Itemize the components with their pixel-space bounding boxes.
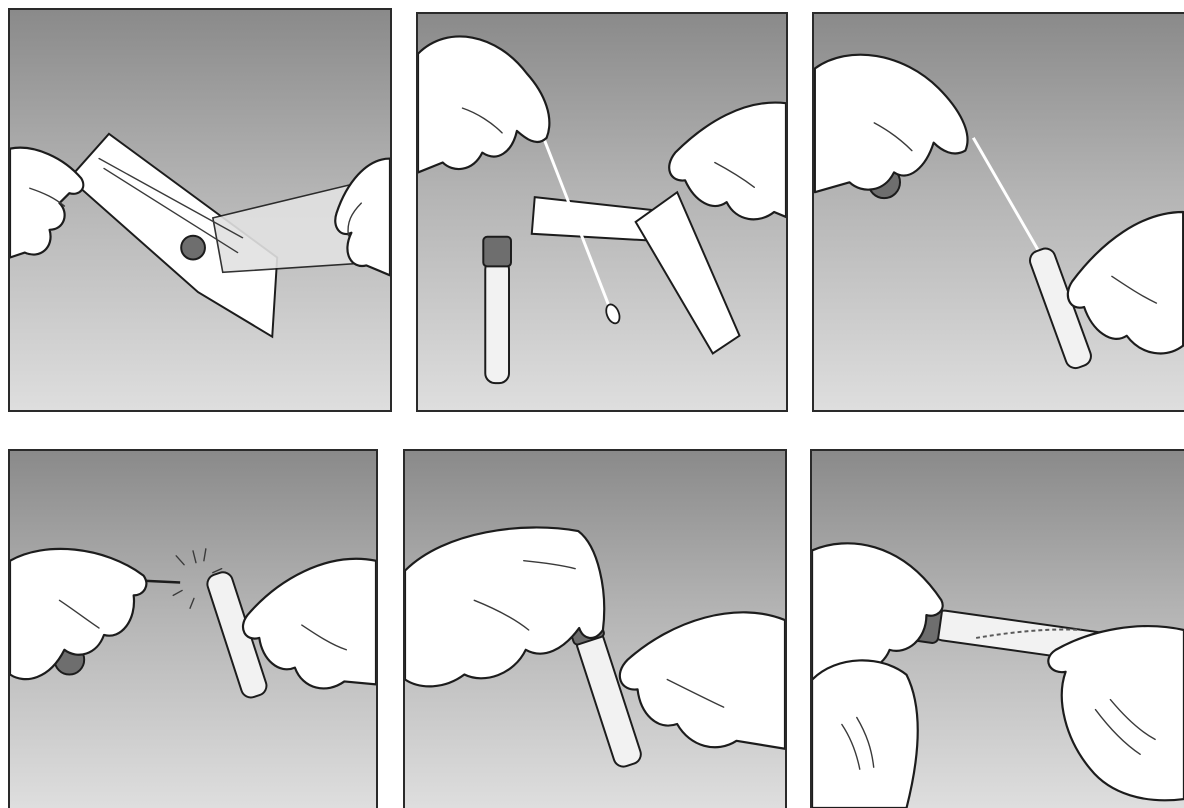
- step-2-remove-swab-panel: [416, 12, 788, 412]
- specimen-tube-icon: [483, 237, 511, 383]
- swab-packet-icon: [69, 134, 374, 337]
- right-glove-hand-icon: [1068, 212, 1183, 353]
- step-6-illustration: [812, 451, 1184, 808]
- right-glove-hand-icon: [243, 559, 376, 689]
- left-glove-hand-icon: [418, 36, 549, 172]
- open-packet-icon: [636, 192, 740, 353]
- step-5-illustration: [405, 451, 785, 808]
- step-2-illustration: [418, 14, 786, 410]
- step-5-close-tube-panel: [403, 449, 787, 808]
- step-3-insert-swab-panel: [812, 12, 1184, 412]
- step-1-open-packet-panel: [8, 8, 392, 412]
- right-glove-hand-icon: [1048, 626, 1184, 800]
- left-glove-hand-icon: [10, 148, 83, 258]
- step-4-break-swab-panel: [8, 449, 378, 808]
- right-glove-hand-icon: [669, 103, 786, 220]
- step-6-seal-tube-panel: [810, 449, 1184, 808]
- left-glove-hand-icon: [815, 55, 968, 192]
- step-1-illustration: [10, 10, 390, 410]
- step-3-illustration: [814, 14, 1184, 410]
- right-glove-hand-icon: [620, 612, 785, 748]
- step-4-illustration: [10, 451, 376, 808]
- left-glove-hand-icon: [405, 527, 604, 686]
